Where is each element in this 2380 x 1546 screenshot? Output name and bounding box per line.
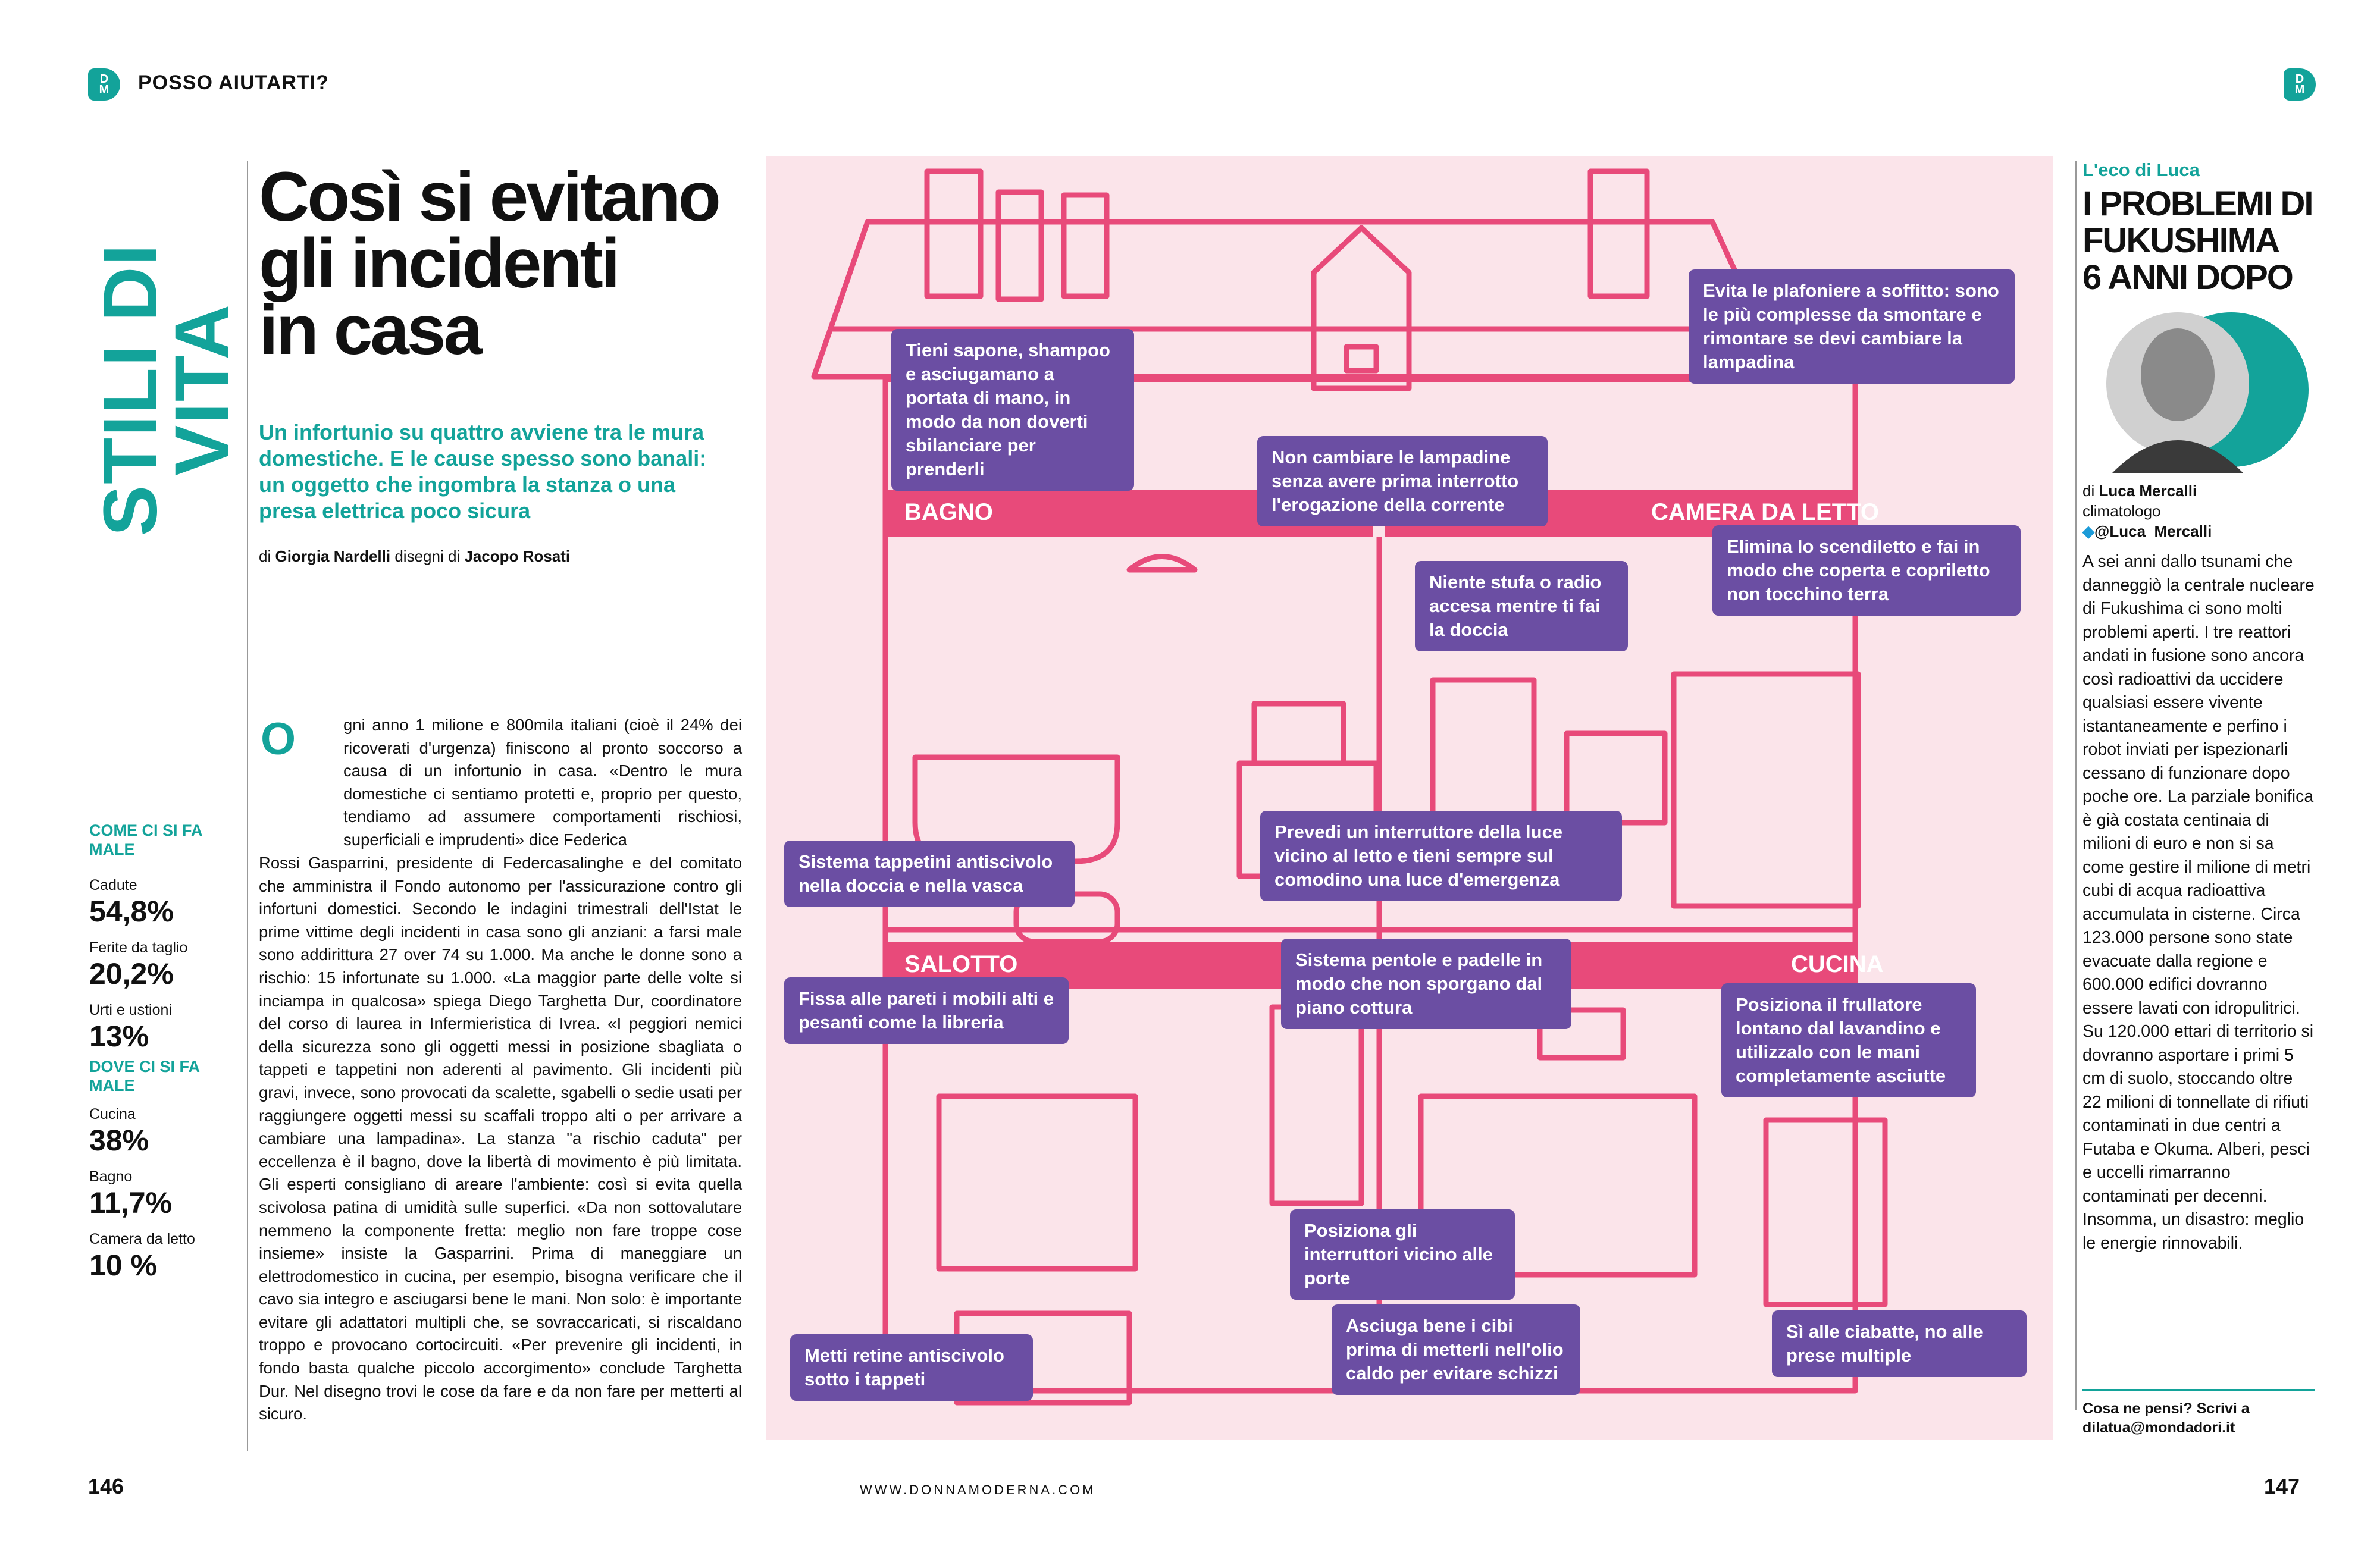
bed [1671,671,1861,909]
chimney [1061,192,1110,299]
ceiling-lamp [1126,554,1198,573]
nightstand [1564,730,1668,826]
magazine-logo-right: D M [2284,68,2316,101]
chimney [1587,168,1650,299]
kitchen-counter [1418,1093,1698,1278]
byline-prefix: di [259,547,271,565]
tip-card: Niente stufa o radio accesa mentre ti fa… [1415,561,1628,651]
sidebar-text: A sei anni dallo tsunami che danneggiò l… [2082,552,2315,1253]
stats-how-title: COME CI SI FA MALE [89,821,202,858]
sidebar-title-line: I PROBLEMI DI [2082,184,2313,223]
cta-line: Cosa ne pensi? Scrivi a [2082,1400,2250,1417]
tip-card: Sistema tappetini antiscivolo nella docc… [784,841,1075,907]
title-line: gli incidenti [259,224,621,303]
page-number-right: 147 [2264,1474,2300,1498]
sidebar-author-block: di Luca Mercalli climatologo ◆@Luca_Merc… [2082,481,2212,541]
author-handle: @Luca_Mercalli [2094,522,2212,540]
article-body-intro: gni anno 1 milione e 800mila italiani (c… [343,716,742,849]
article-byline: di Giorgia Nardelli disegni di Jacopo Ro… [259,547,570,566]
chimney [924,168,984,299]
tip-card: Tieni sapone, shampoo e asciugamano a po… [891,329,1134,491]
logo-text: D M [2294,73,2305,96]
stat-label: Bagno [89,1168,133,1185]
dormer [1311,225,1412,391]
vertical-section-title: STILI DI VITA [88,152,245,628]
byline-illustrator: Jacopo Rosati [464,547,571,565]
chimney [995,189,1044,302]
tip-card: Posiziona gli interruttori vicino alle p… [1290,1209,1515,1300]
page-number-left: 146 [88,1474,124,1498]
range-hood [1537,1007,1626,1061]
stat-item: Camera da letto 10 % [89,1231,232,1282]
author-portrait [2088,306,2315,473]
website-url: WWW.DONNAMODERNA.COM [860,1482,1096,1497]
stats-panel: COME CI SI FA MALE Cadute 54,8% Ferite da… [89,821,232,1282]
stat-item: Urti e ustioni 13% [89,1002,232,1053]
column-divider [2075,161,2077,1410]
stat-value: 11,7% [89,1186,173,1219]
bookcase [936,1093,1138,1272]
sidebar-title: I PROBLEMI DI FUKUSHIMA 6 ANNI DOPO [2082,186,2332,296]
dropcap: O [261,714,296,764]
tip-card: Evita le plafoniere a soffitto: sono le … [1689,269,2015,384]
stat-value: 20,2% [89,957,174,990]
stat-value: 38% [89,1124,149,1157]
logo-text: D M [99,73,109,96]
stat-value: 13% [89,1020,149,1053]
tip-card: Fissa alle pareti i mobili alti e pesant… [784,977,1069,1044]
byline-author: Giorgia Nardelli [275,547,391,565]
room-label-camera: CAMERA DA LETTO [1651,499,1879,525]
stat-value: 10 % [89,1249,157,1282]
sidebar-cta: Cosa ne pensi? Scrivi a dilatua@mondador… [2082,1399,2250,1437]
room-label-bagno: BAGNO [904,499,993,525]
stat-label: Urti e ustioni [89,1002,172,1018]
tip-card: Metti retine antiscivolo sotto i tappeti [790,1334,1033,1401]
stat-label: Cadute [89,877,137,893]
stat-label: Ferite da taglio [89,939,188,956]
cta-line: dilatua@mondadori.it [2082,1419,2235,1436]
column-divider [247,161,248,1451]
article-body: Rossi Gasparrini, presidente di Federcas… [259,854,742,1423]
twitter-icon: ◆ [2082,522,2094,540]
tip-card: Elimina lo scendiletto e fai in modo che… [1712,525,2021,616]
title-line: Così si evitano [259,158,721,236]
article-title: Così si evitano gli incidenti in casa [259,158,771,369]
radio [1251,701,1346,766]
house-illustration: BAGNO CAMERA DA LETTO SALOTTO CUCINA Tie… [766,156,2053,1440]
sidebar-title-line: FUKUSHIMA [2082,221,2280,260]
stat-item: Cucina 38% [89,1106,232,1158]
fridge [1763,1117,1888,1307]
cta-divider [2082,1389,2315,1391]
stats-where-title: DOVE CI SI FA MALE [89,1058,200,1095]
magazine-logo-left: D M [88,68,120,101]
room-label-cucina: CUCINA [1791,951,1884,977]
door [1269,1004,1364,1206]
title-line: in casa [259,291,483,369]
author-role: climatologo [2082,502,2161,520]
author-prefix: di [2082,482,2095,500]
stat-label: Camera da letto [89,1231,195,1247]
tip-card: Non cambiare le lampadine senza avere pr… [1257,436,1548,526]
byline-mid: disegni di [394,547,461,565]
tip-card: Sì alle ciabatte, no alle prese multiple [1772,1310,2027,1377]
tip-card: Posiziona il frullatore lontano dal lava… [1721,983,1976,1097]
section-kicker: POSSO AIUTARTI? [138,71,329,94]
article-lead: Un infortunio su quattro avviene tra le … [259,420,707,523]
stat-value: 54,8% [89,895,174,928]
sidebar-title-line: 6 ANNI DOPO [2082,258,2294,297]
tip-card: Asciuga bene i cibi prima di metterli ne… [1332,1304,1580,1395]
vertical-title-text: STILI DI VITA [88,243,245,537]
author-name: Luca Mercalli [2099,482,2197,500]
tip-card: Sistema pentole e padelle in modo che no… [1281,939,1571,1029]
stat-item: Cadute 54,8% [89,877,232,929]
tip-card: Prevedi un interruttore della luce vicin… [1260,811,1622,901]
dormer-window [1344,344,1379,374]
room-label-salotto: SALOTTO [904,951,1018,977]
stat-label: Cucina [89,1106,136,1122]
sidebar-kicker: L'eco di Luca [2082,159,2200,180]
